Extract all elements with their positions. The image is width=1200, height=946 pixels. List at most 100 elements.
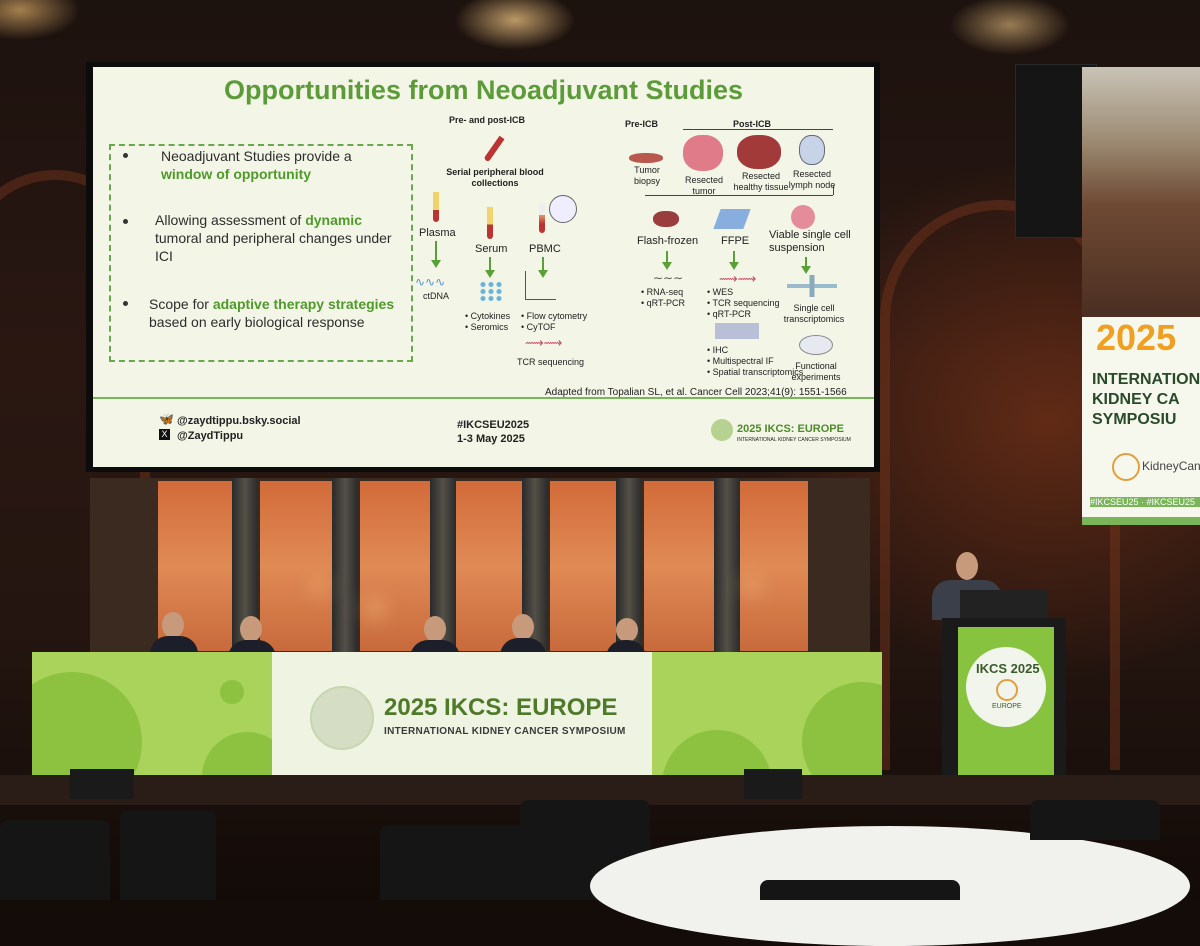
flow-plot-icon bbox=[525, 271, 556, 300]
floor-monitor bbox=[744, 769, 802, 799]
stage-title: 2025 IKCS: EUROPE bbox=[384, 694, 618, 721]
dna-icon: ⟿⟿ bbox=[525, 335, 563, 350]
x-handle: @ZaydTippu bbox=[177, 430, 244, 442]
arrow bbox=[805, 257, 807, 267]
panelist-body bbox=[150, 636, 198, 656]
citation: Adapted from Topalian SL, et al. Cancer … bbox=[545, 387, 847, 398]
serum-tube-icon bbox=[487, 207, 493, 239]
dna-icon: ∿∿∿ bbox=[415, 275, 446, 289]
bullet-box bbox=[109, 144, 413, 362]
bluesky-handle: @zaydtippu.bsky.social bbox=[177, 415, 301, 427]
resected-tumor-label: Resected tumor bbox=[684, 175, 724, 196]
tcr-sequencing-label: TCR sequencing bbox=[517, 357, 585, 367]
bullet-1: Neoadjuvant Studies provide a window of … bbox=[161, 148, 352, 182]
flash-frozen-label: Flash-frozen bbox=[637, 235, 699, 247]
pbmc-tube-icon bbox=[539, 203, 545, 233]
pre-post-icb-header: Pre- and post-ICB bbox=[449, 115, 526, 125]
orange-panel bbox=[260, 481, 332, 651]
decor-circle bbox=[808, 726, 832, 750]
bullet-dot bbox=[123, 219, 128, 224]
orange-panel bbox=[644, 481, 714, 651]
pbmc-items: • Flow cytometry• CyTOF bbox=[521, 311, 588, 332]
flash-frozen-items: • RNA-seq• qRT-PCR bbox=[641, 287, 685, 308]
hashtag: #IKCSEU2025 bbox=[457, 419, 530, 431]
banner-line-1: INTERNATIONAL bbox=[1092, 371, 1200, 388]
orange-panel bbox=[360, 481, 430, 651]
cell-suspension-icon bbox=[791, 205, 815, 229]
panelist-head bbox=[512, 614, 534, 640]
presentation-slide: Opportunities from Neoadjuvant Studies N… bbox=[93, 67, 874, 467]
functional-label: Functional experiments bbox=[791, 361, 841, 382]
audience-chair bbox=[1030, 800, 1160, 840]
ffpe-label: FFPE bbox=[721, 235, 750, 247]
blood-tube-icon bbox=[483, 135, 505, 163]
arrow bbox=[485, 270, 495, 278]
ribbon-icon bbox=[996, 679, 1018, 701]
cytokine-dots-icon bbox=[479, 281, 503, 301]
event-dates: 1-3 May 2025 bbox=[457, 433, 525, 445]
city-photo bbox=[1082, 67, 1200, 317]
ffpe-items-2: • IHC• Multispectral IF• Spatial transcr… bbox=[707, 345, 804, 377]
audience-chair bbox=[0, 820, 110, 900]
connector-line bbox=[645, 195, 833, 196]
panelist-head bbox=[424, 616, 446, 642]
connector-line bbox=[833, 185, 834, 195]
banner-brand: KidneyCan bbox=[1142, 459, 1200, 473]
lectern-sub: EUROPE bbox=[992, 703, 1022, 710]
stone-pillar bbox=[714, 478, 740, 653]
resected-healthy-icon bbox=[737, 135, 781, 169]
footer-divider bbox=[93, 397, 874, 399]
footer-logo-sub: INTERNATIONAL KIDNEY CANCER SYMPOSIUM bbox=[737, 437, 851, 443]
audience-chair bbox=[760, 880, 960, 900]
plasma-label: Plasma bbox=[419, 227, 456, 239]
cell-icon bbox=[549, 195, 577, 223]
arrow bbox=[431, 260, 441, 268]
symposium-banner: 2025 INTERNATIONAL KIDNEY CA SYMPOSIU Ki… bbox=[1082, 67, 1200, 525]
globe-logo-icon bbox=[711, 419, 733, 441]
decor-circle bbox=[220, 680, 244, 704]
stage-subtitle: INTERNATIONAL KIDNEY CANCER SYMPOSIUM bbox=[384, 726, 626, 737]
arrow bbox=[801, 266, 811, 274]
panelist-head bbox=[162, 612, 184, 638]
microfluidic-icon bbox=[787, 275, 837, 297]
globe-logo-icon bbox=[310, 686, 374, 750]
banner-line-2: KIDNEY CA bbox=[1092, 391, 1180, 408]
decor-circle bbox=[32, 672, 142, 784]
tissue-slide-icon bbox=[715, 323, 759, 339]
ffpe-items: • WES• TCR sequencing• qRT-PCR bbox=[707, 287, 780, 319]
arrow bbox=[729, 262, 739, 270]
single-cell-label: Single cell transcriptomics bbox=[783, 303, 845, 324]
banner-tags: #IKCSEU25 · #IKCSEU25 bbox=[1090, 497, 1200, 507]
resected-tumor-icon bbox=[683, 135, 723, 171]
pre-icb-header: Pre-ICB bbox=[625, 119, 659, 129]
bullet-3: Scope for adaptive therapy strategies ba… bbox=[149, 296, 395, 330]
stage-light bbox=[312, 580, 326, 594]
butterfly-icon: 🦋 bbox=[159, 412, 174, 426]
speaker-head bbox=[956, 552, 978, 580]
footer-logo-title: 2025 IKCS: EUROPE bbox=[737, 423, 844, 435]
lymph-node-icon bbox=[799, 135, 825, 165]
stage-light bbox=[744, 578, 760, 594]
stage-light bbox=[366, 600, 384, 618]
tumor-biopsy-label: Tumor biopsy bbox=[633, 165, 660, 186]
arrow bbox=[538, 270, 548, 278]
orange-panel bbox=[738, 481, 808, 651]
audience-chair bbox=[380, 825, 530, 900]
post-icb-header: Post-ICB bbox=[733, 119, 771, 129]
x-icon: X bbox=[159, 429, 170, 440]
petri-dish-icon bbox=[799, 335, 833, 355]
floor-monitor bbox=[70, 769, 134, 799]
plasma-tube-icon bbox=[433, 192, 439, 222]
lectern-laptop bbox=[960, 590, 1048, 620]
blood-collections-label: Serial peripheral blood collections bbox=[446, 167, 544, 188]
lectern-screen: IKCS 2025 EUROPE bbox=[958, 627, 1054, 775]
arrow bbox=[733, 251, 735, 263]
lectern-title: IKCS 2025 bbox=[976, 661, 1040, 676]
arrow bbox=[435, 241, 437, 261]
panelist-head bbox=[240, 616, 262, 642]
arrow bbox=[666, 251, 668, 263]
rna-wave-icon: ∼∼∼ bbox=[653, 271, 684, 285]
tumor-biopsy-icon bbox=[629, 153, 663, 163]
arrow bbox=[489, 257, 491, 271]
ffpe-block-icon bbox=[713, 209, 751, 229]
